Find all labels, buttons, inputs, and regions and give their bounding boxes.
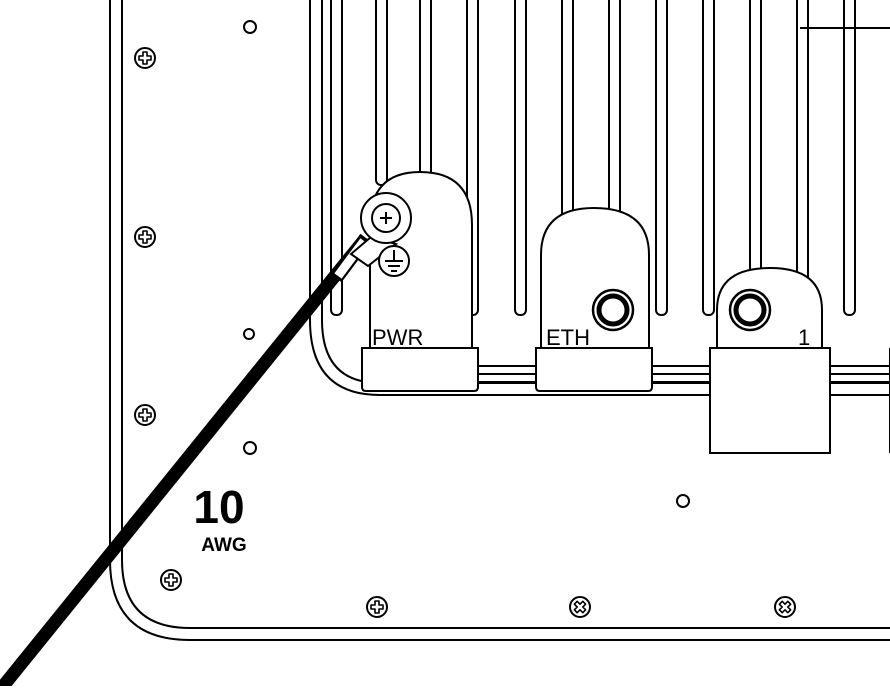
screw-icon (566, 593, 594, 621)
mount-hole (677, 495, 689, 507)
port1-connector-nut (730, 290, 770, 330)
ground-wire (0, 238, 366, 686)
port-sleeves (362, 348, 890, 453)
eth-connector-nut (593, 290, 633, 330)
screw-icon (367, 597, 387, 617)
port-label-pwr: PWR (372, 325, 423, 350)
port-label-eth: ETH (546, 325, 590, 350)
screw-icon (161, 570, 181, 590)
mount-hole (244, 442, 256, 454)
port-label-1: 1 (798, 325, 810, 350)
wire-gauge-unit: AWG (201, 535, 246, 556)
mount-hole (244, 21, 256, 33)
screw-icon (135, 227, 155, 247)
screw-icon (135, 405, 155, 425)
ground-icon (379, 246, 409, 276)
screw-icon (771, 593, 799, 621)
screw-icon (135, 48, 155, 68)
wire-gauge-number: 10 (193, 481, 244, 533)
mount-hole (244, 329, 254, 339)
